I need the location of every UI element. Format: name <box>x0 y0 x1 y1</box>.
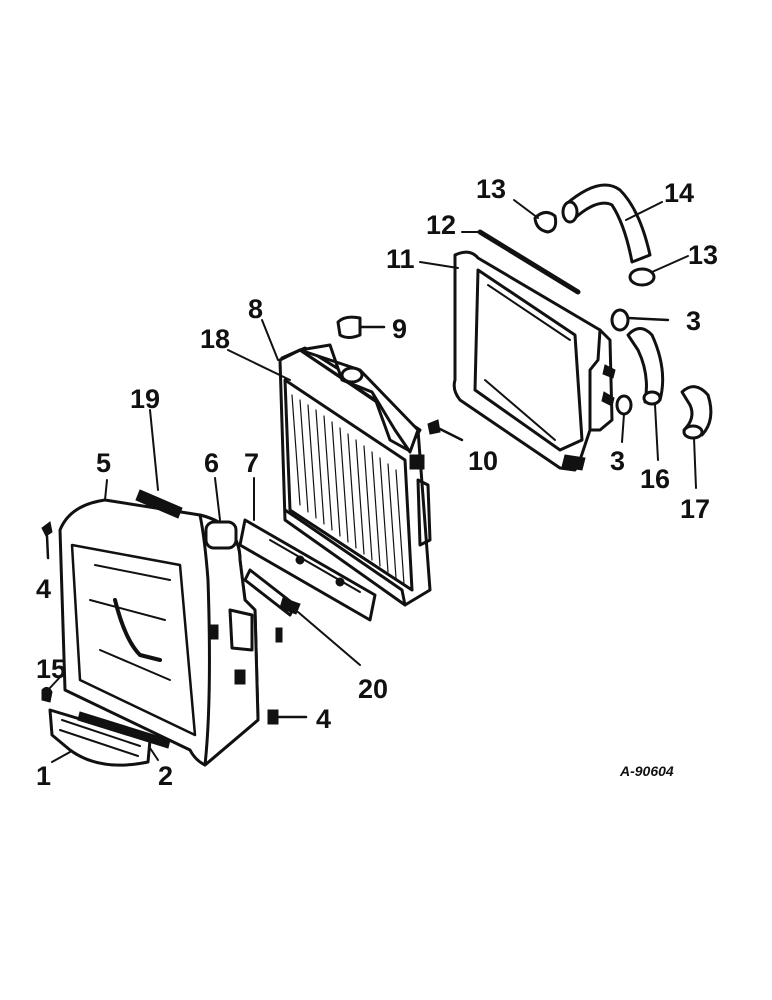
drain-cock-10 <box>427 419 464 442</box>
callout-16: 16 <box>640 464 670 494</box>
callout-9: 9 <box>392 314 407 344</box>
hose-clamp-13-right <box>628 267 656 287</box>
shroud-seal-12 <box>477 229 581 295</box>
upper-hose-14 <box>561 183 652 264</box>
grille-strip-2 <box>77 711 171 749</box>
callout-1: 1 <box>36 761 51 791</box>
leader-lines <box>47 199 697 763</box>
callout-17: 17 <box>680 494 710 524</box>
callout-15: 15 <box>36 654 66 684</box>
callout-7: 7 <box>244 448 259 478</box>
callout-2: 2 <box>158 761 173 791</box>
callout-19: 19 <box>130 384 160 414</box>
mounting-rail-7 <box>238 518 377 622</box>
callout-3-lower: 3 <box>610 446 625 476</box>
lower-grille-panel <box>48 708 152 767</box>
clamp-3-upper <box>610 308 670 332</box>
radiator-cap-9 <box>336 315 386 339</box>
callout-11: 11 <box>386 244 415 274</box>
grille-shell <box>58 498 260 767</box>
bolt-4-right <box>267 709 308 725</box>
drawing-number: A-90604 <box>619 763 674 779</box>
callout-8: 8 <box>248 294 263 324</box>
bypass-hose-17 <box>680 385 713 440</box>
pad-6 <box>204 520 238 550</box>
callout-13-right: 13 <box>688 240 718 270</box>
lower-hose-16 <box>626 327 665 406</box>
callout-4-right: 4 <box>316 704 331 734</box>
callout-13-top: 13 <box>476 174 506 204</box>
hose-clamp-13-top <box>533 211 558 234</box>
radiator-core <box>278 343 432 607</box>
callout-18: 18 <box>200 324 230 354</box>
clamp-3-lower <box>615 394 633 416</box>
seal-strip-19 <box>135 489 183 519</box>
callout-5: 5 <box>96 448 111 478</box>
callout-4-left: 4 <box>36 574 51 604</box>
fan-shroud-11 <box>452 250 616 472</box>
callout-20: 20 <box>358 674 388 704</box>
small-fastener <box>275 627 283 643</box>
callout-10: 10 <box>468 446 498 476</box>
mounting-rail-20 <box>243 568 301 617</box>
clip-15 <box>41 686 53 703</box>
bolt-4-left <box>41 521 53 560</box>
callout-6: 6 <box>204 448 219 478</box>
callout-3-upper: 3 <box>686 306 701 336</box>
callout-12: 12 <box>426 210 456 240</box>
callout-14: 14 <box>664 178 694 208</box>
